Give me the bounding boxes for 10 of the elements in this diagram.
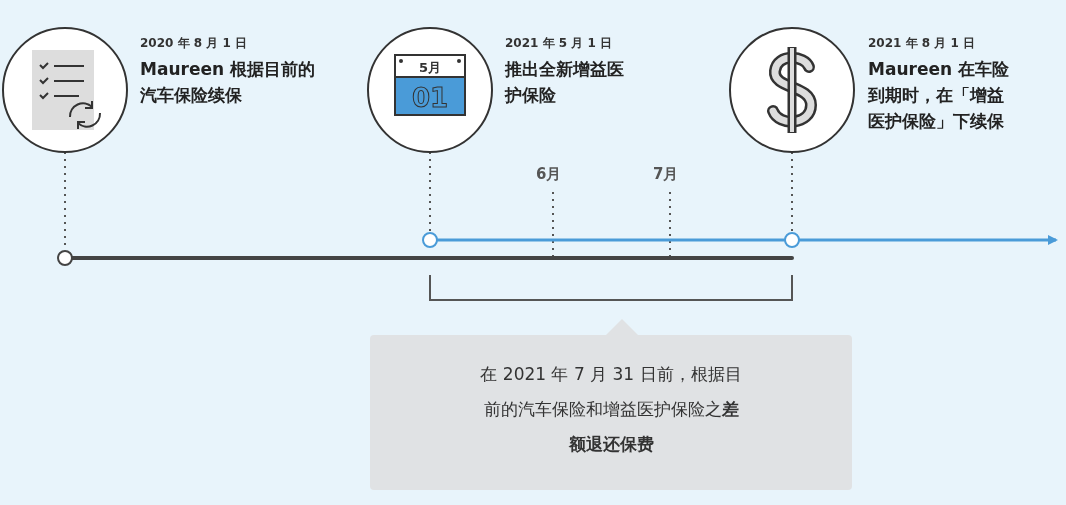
month-label: 6月: [536, 165, 562, 184]
event-description: 推出全新增益医护保险: [505, 58, 625, 107]
date-label: 2021 年 8 月 1 日: [868, 35, 975, 52]
date-label: 2021 年 5 月 1 日: [505, 35, 612, 52]
event-description: Maureen 在车险到期时，在「增益医护保险」下续保: [868, 58, 1010, 133]
month-label: 7月: [653, 165, 679, 184]
callout-text: 在 2021 年 7 月 31 日前，根据目前的汽车保险和增益医护保险之差额退还保费: [479, 363, 743, 456]
calendar-icon: 5月 01: [365, 25, 495, 155]
date-label: 2020 年 8 月 1 日: [140, 35, 247, 52]
event-description: Maureen 根据目前的汽车保险续保: [140, 58, 315, 107]
